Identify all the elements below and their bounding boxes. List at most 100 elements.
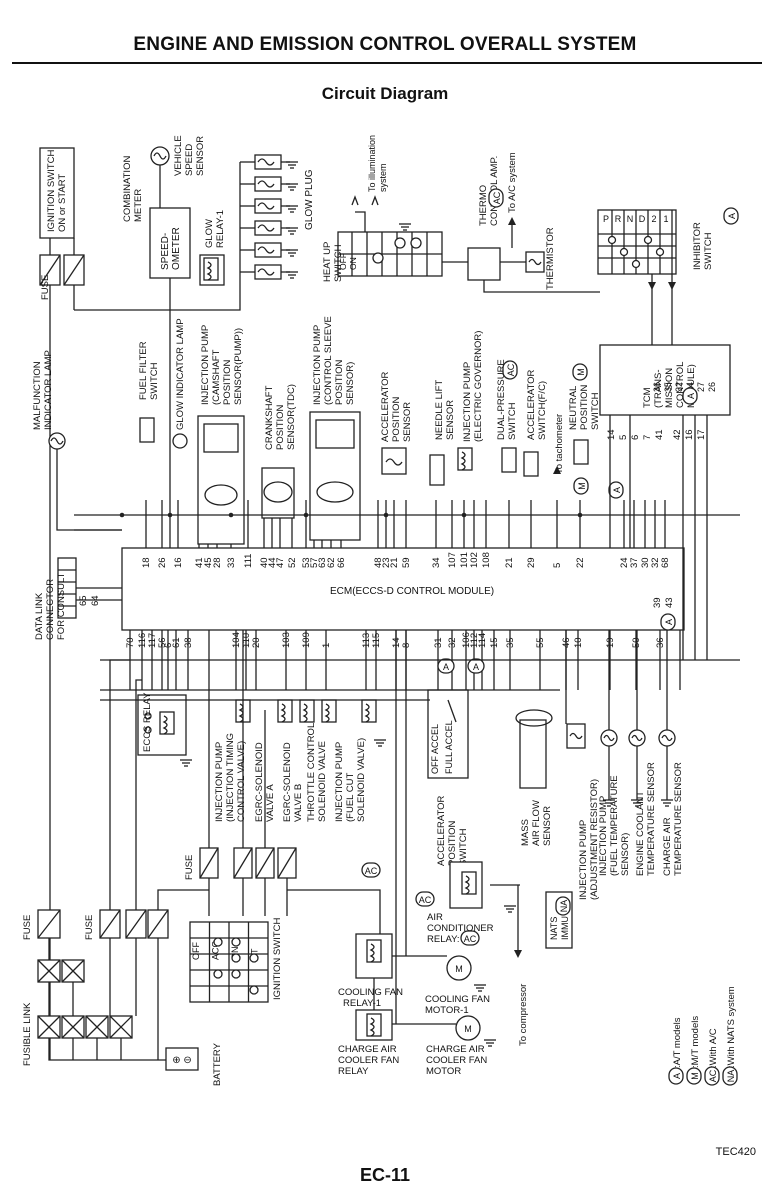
data-link-label-line: DATA LINK <box>34 592 45 640</box>
charge-air-fan-motor-label: MOTOR <box>426 1066 461 1077</box>
ecm-pin-18-line: 18 <box>141 557 152 568</box>
glow-plug-element <box>257 224 275 232</box>
diagram-title: Circuit Diagram <box>321 84 449 103</box>
ecm-pin-24: 24 <box>619 557 630 568</box>
sensor-glyph <box>631 734 643 742</box>
sensor-glyph <box>153 152 167 160</box>
thermo-amp-label-line: THERMO <box>478 185 489 226</box>
glow-relay-label-line: GLOW <box>204 219 215 248</box>
legend-text: :A/T models <box>672 1017 683 1068</box>
adjust-resistor-label: INJECTION PUMP(ADJUSTMENT RESISTOR) <box>578 779 600 900</box>
tcm-pin-6-line: 6 <box>630 435 641 440</box>
cooling-fan-motor-label-2: MOTOR-1 <box>425 1005 469 1016</box>
inhibitor-position: R <box>615 214 622 224</box>
ecm-pin-48-line: 48 <box>373 557 384 568</box>
heat-up-positions-line: ON <box>348 257 358 270</box>
cooling-fan-relay-label-2: RELAY-1 <box>343 998 381 1009</box>
glow-relay-coil <box>203 257 219 281</box>
battery-wire <box>48 1038 166 1061</box>
tcm-at-badge-lower: A <box>608 481 624 499</box>
shield-ellipse <box>263 481 293 503</box>
heat-up-switch-label-line: HEAT UP <box>322 242 333 282</box>
eccs-relay-coil <box>159 711 175 735</box>
coil-winding <box>206 261 212 281</box>
vehicle-speed-sensor-label-line: VEHICLE <box>173 135 184 176</box>
switch-contact <box>213 937 223 947</box>
junction-dot <box>228 512 234 518</box>
fuse-element <box>255 847 275 879</box>
thermistor-label-line: THERMISTOR <box>545 227 556 290</box>
inhibitor-position: N <box>627 214 634 224</box>
ground-symbol <box>484 1039 496 1047</box>
data-link-label-line: FOR CONSULT <box>56 572 67 640</box>
nats-badge: NA <box>555 896 571 916</box>
glow-plug <box>254 154 282 170</box>
ecm-pin-28: 28 <box>212 557 223 568</box>
tcm-pin-34: 34 <box>685 382 695 392</box>
ecm-pin-108-line: 108 <box>481 552 492 568</box>
badge-outline <box>723 207 739 225</box>
adjust-resistor-label-line: (ADJUSTMENT RESISTOR) <box>589 779 600 900</box>
coil-winding <box>464 875 470 895</box>
power-bus <box>157 889 209 910</box>
ecm-pin-102-line: 102 <box>469 552 480 568</box>
combination-meter-label-line: COMBINATION <box>122 156 133 222</box>
ecm-pin-22: 22 <box>575 557 586 568</box>
thermistor-label: THERMISTOR <box>545 227 556 290</box>
ecm-pin-32: 32 <box>650 557 661 568</box>
glow-plug <box>254 176 282 192</box>
to-ac-system-label: To A/C system <box>507 152 518 213</box>
accel-switch-positions-line: FULL ACCEL <box>444 720 454 774</box>
fuel-temp-sensor-label-line: INJECTION PUMP <box>598 796 609 876</box>
battery-label-line: BATTERY <box>212 1042 223 1086</box>
junction-dot <box>119 512 125 518</box>
badge-label: AC <box>419 895 432 905</box>
badge-label: NA <box>726 1070 736 1083</box>
accel-switch-label-line: SWITCH <box>458 828 469 866</box>
timing-valve-label-line: CONTROL VALVE) <box>236 741 247 822</box>
ecm-pin-22-line: 22 <box>575 557 586 568</box>
power-bus <box>287 889 381 934</box>
tcm-pin-14-line: 14 <box>606 429 617 440</box>
page-number: EC-11 <box>359 1165 411 1185</box>
ground-symbol <box>286 249 298 257</box>
dual-pressure-switch-box <box>501 447 517 473</box>
camshaft-sensor-label-line: (CAMSHAFT <box>211 349 222 405</box>
inhibitor-switch-label-line: INHIBITOR <box>692 222 703 270</box>
egrc-b-label-line: VALVE B <box>293 784 304 822</box>
junction-dot <box>461 512 467 518</box>
coil-winding <box>280 703 286 723</box>
ignition-switch-label: IGNITION SWITCH <box>272 918 283 1000</box>
ignition-on-start-label-line: IGNITION SWITCH <box>46 150 57 232</box>
ecm-pin-101: 101 <box>459 552 470 568</box>
crankshaft-sensor-label-line: POSITION <box>275 404 286 450</box>
tcm-at-badge: A <box>682 387 698 405</box>
tcm-pin-26-line: 26 <box>707 382 717 392</box>
arrow-up <box>371 195 379 206</box>
badge-label: M <box>576 368 586 376</box>
arrow-up <box>351 195 359 206</box>
relay-contact <box>144 726 152 734</box>
badge-outline <box>704 1066 720 1086</box>
sleeve-sensor-label-line: POSITION <box>334 359 345 405</box>
wire <box>56 449 122 531</box>
ignition-positions-line: ACC <box>211 940 221 960</box>
eccs-relay-label-line: ECCS RELAY <box>142 692 153 752</box>
charge-air-fan-motor-label: COOLER FAN <box>426 1055 487 1066</box>
badge-label: A <box>473 662 479 672</box>
ecm-pin-43-line: 43 <box>664 597 675 608</box>
ecm-pin-30-line: 30 <box>640 557 651 568</box>
crankshaft-sensor-zone <box>261 467 295 519</box>
malfunction-lamp-label-line: MALFUNCTION <box>32 361 43 430</box>
ecm-pin-59-line: 59 <box>401 557 412 568</box>
badge-outline <box>686 1067 702 1085</box>
accelerator-sensor-label-line: ACCELERATOR <box>380 371 391 442</box>
badge-outline <box>437 658 455 674</box>
